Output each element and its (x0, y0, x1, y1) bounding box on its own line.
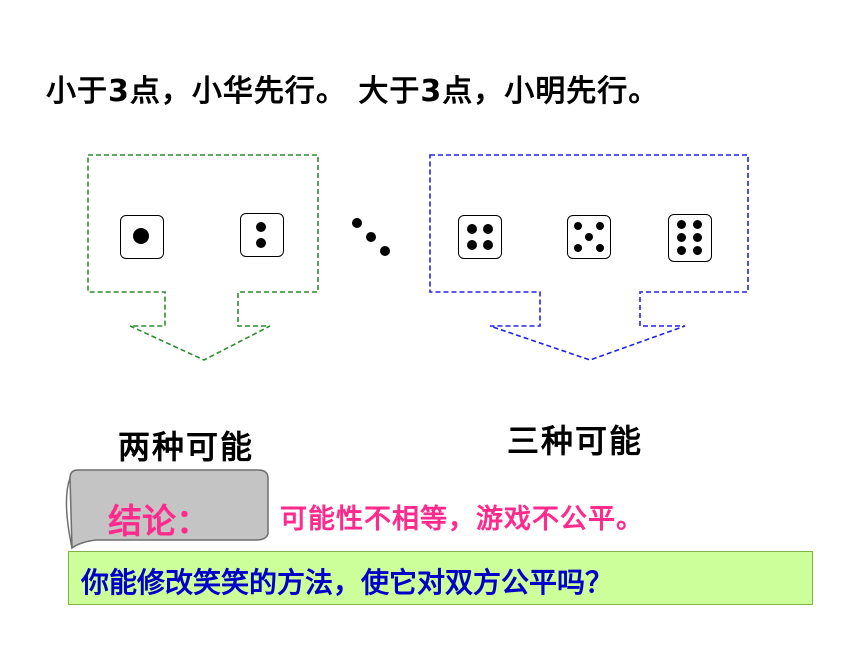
right-group-arrow (429, 154, 749, 361)
rule-part-2: 大于3点，小明先行。 (358, 74, 660, 109)
left-group-arrow (87, 154, 319, 361)
die-face-2 (240, 213, 284, 257)
question-text: 你能修改笑笑的方法，使它对双方公平吗？ (81, 566, 614, 599)
pip (693, 246, 702, 255)
pip (467, 224, 477, 234)
pip (574, 244, 582, 252)
conclusion-banner-curl (65, 477, 73, 549)
pip (693, 233, 702, 242)
pip (596, 244, 604, 252)
pip (677, 246, 686, 255)
pip (585, 233, 593, 241)
pip (483, 240, 493, 250)
pip (677, 233, 686, 242)
die-face-6 (668, 214, 712, 262)
pip (133, 228, 149, 244)
pip (380, 246, 390, 256)
pip (256, 222, 266, 232)
pip (574, 222, 582, 230)
pip (352, 218, 362, 228)
pip (596, 222, 604, 230)
conclusion-title: 结论： (108, 502, 210, 542)
right-group-label: 三种可能 (507, 422, 644, 460)
left-group-label: 两种可能 (118, 428, 255, 466)
die-face-4 (458, 215, 502, 259)
pip (467, 240, 477, 250)
conclusion-banner (69, 469, 269, 550)
die-face-3 (348, 214, 392, 258)
pip (677, 220, 686, 229)
pip (256, 238, 266, 248)
conclusion-text: 可能性不相等，游戏不公平。 (280, 504, 644, 535)
pip (366, 232, 376, 242)
rule-part-1: 小于3点，小华先行。 (46, 74, 347, 109)
die-face-5 (567, 215, 611, 259)
die-face-1 (120, 215, 164, 259)
pip (693, 220, 702, 229)
question-box: 你能修改笑笑的方法，使它对双方公平吗？ (68, 551, 813, 605)
rule-text: 小于3点，小华先行。 大于3点，小明先行。 (46, 66, 659, 110)
pip (483, 224, 493, 234)
